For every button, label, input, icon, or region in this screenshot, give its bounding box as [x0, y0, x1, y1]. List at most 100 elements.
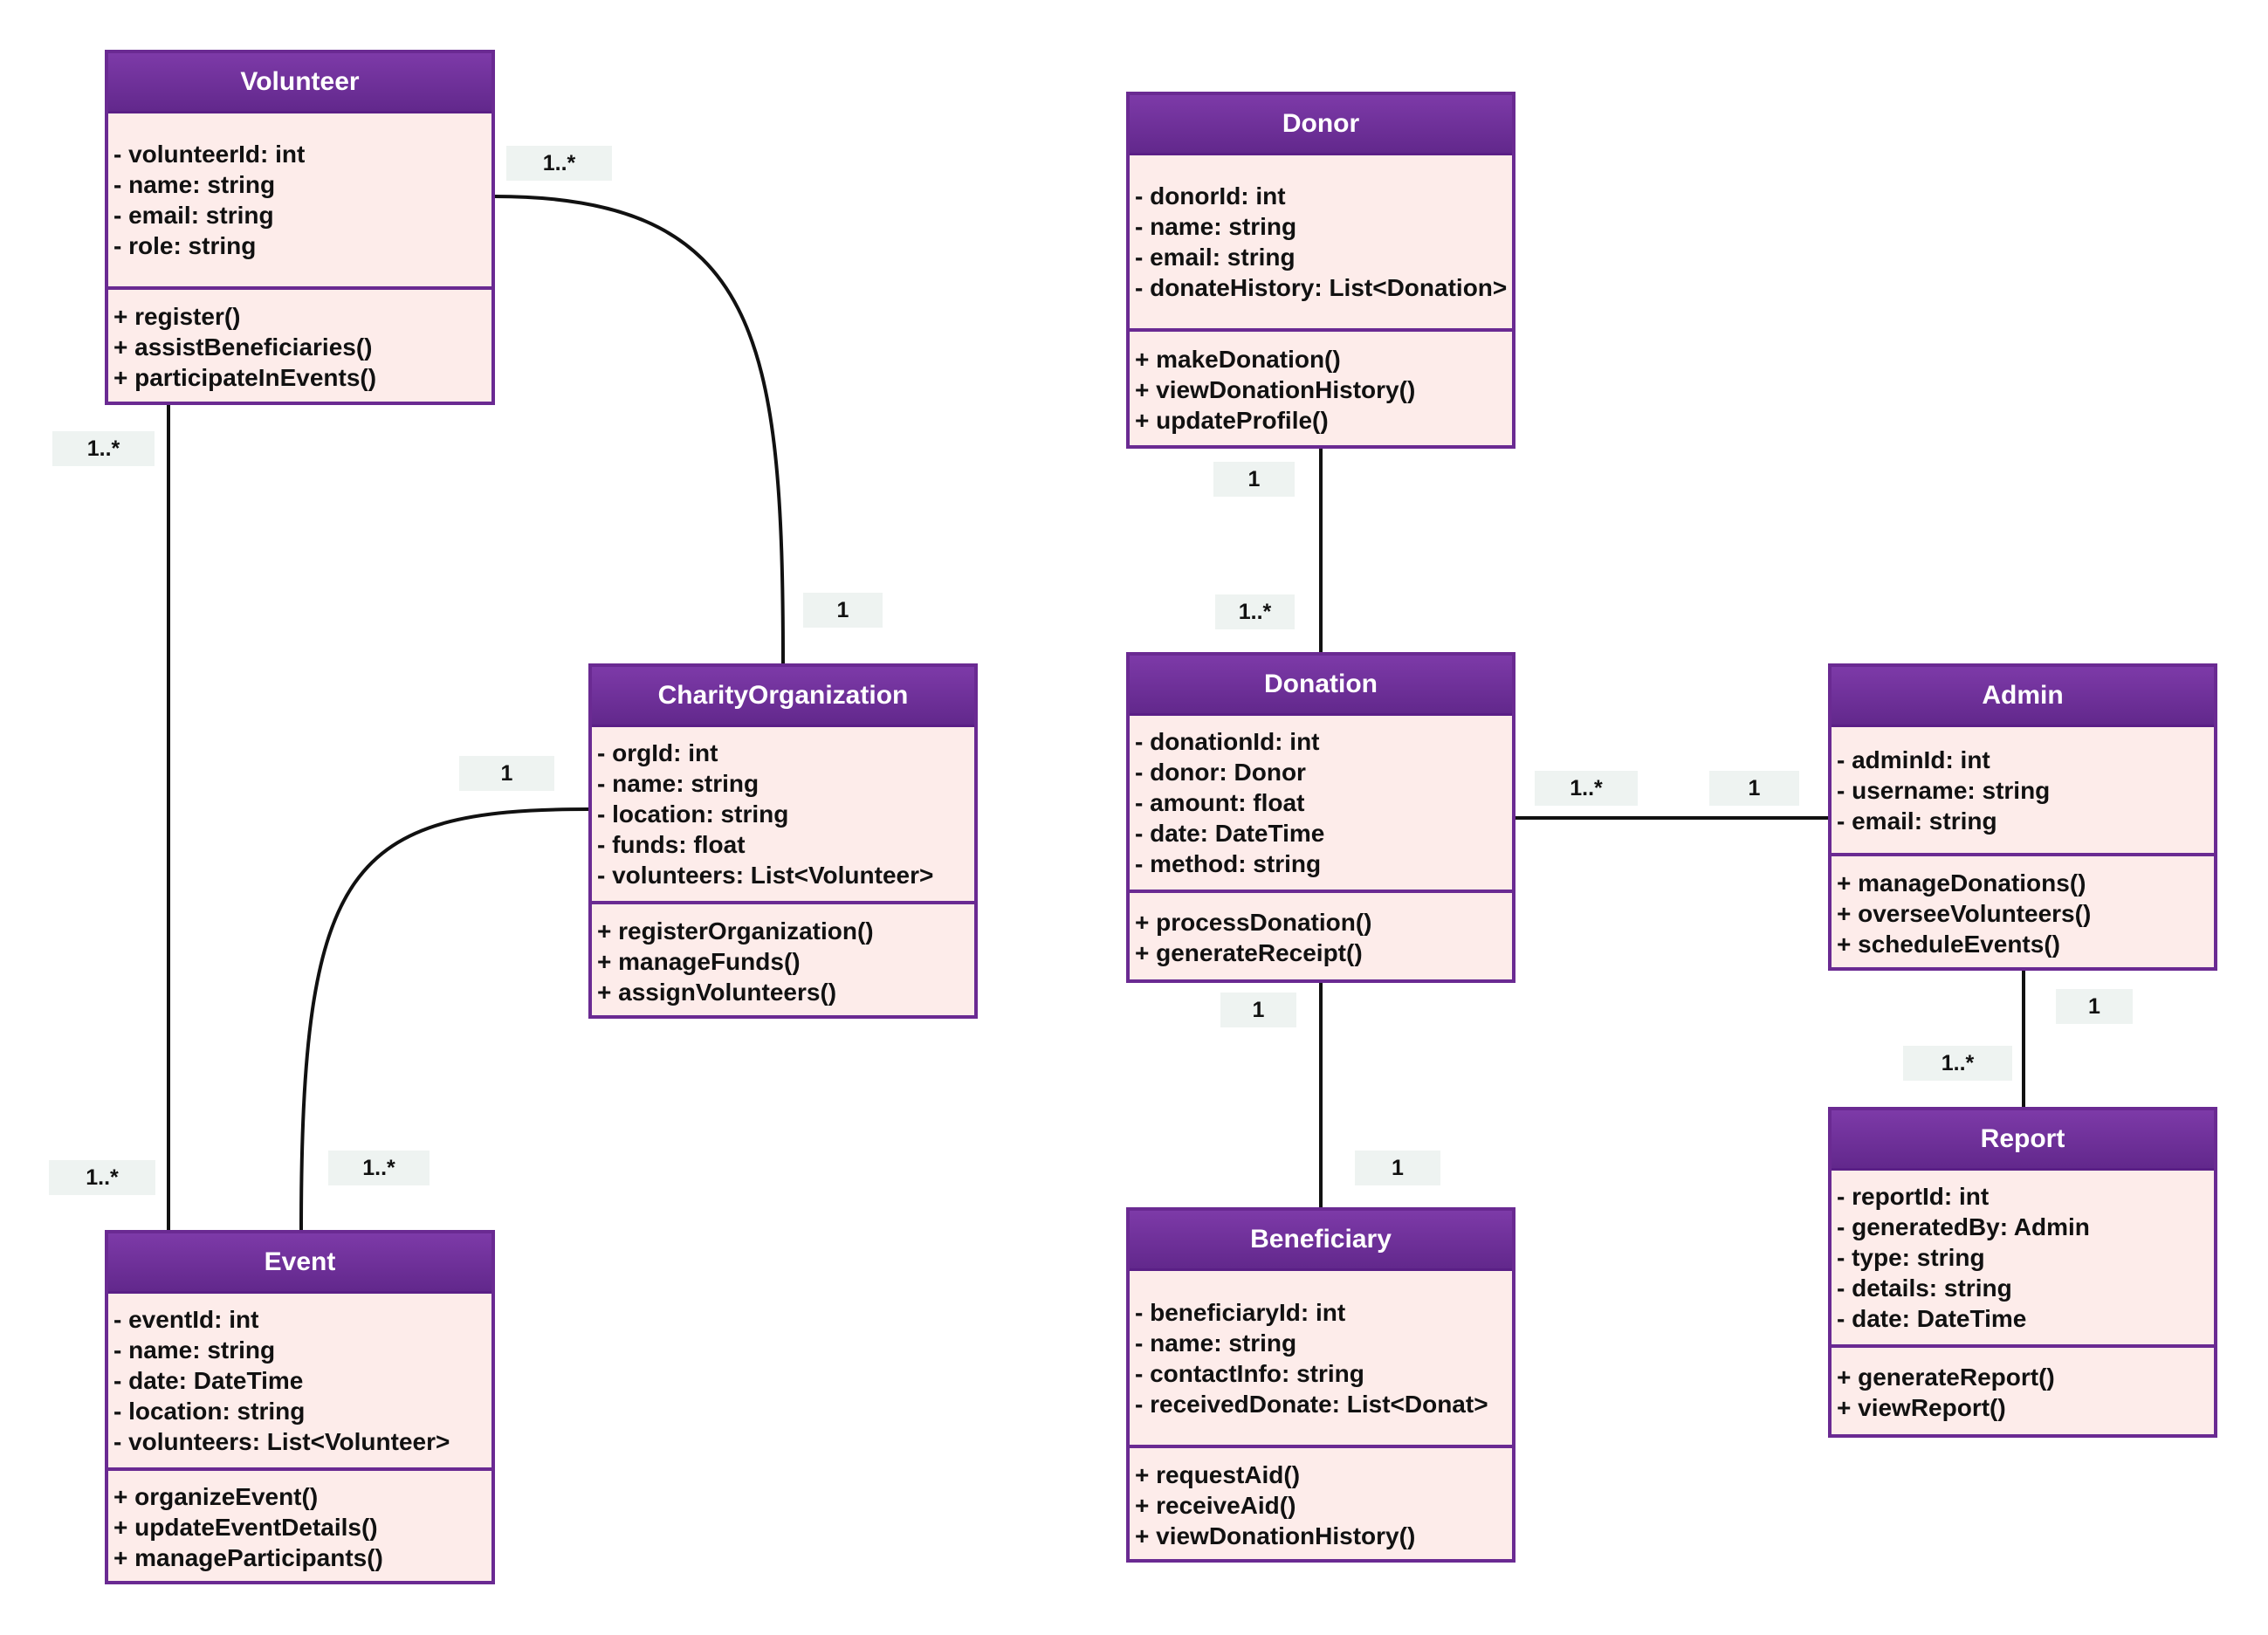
multiplicity-donation-admin-source: 1..*: [1535, 771, 1638, 806]
attribute-line: - beneficiaryId: int: [1135, 1298, 1346, 1326]
attributes-section: - donationId: int - donor: Donor - amoun…: [1130, 716, 1512, 893]
method-line: + viewDonationHistory(): [1135, 1522, 1416, 1549]
methods-section: + generateReport() + viewReport(): [1832, 1348, 2214, 1437]
attribute-line: - volunteers: List<Volunteer>: [597, 862, 934, 889]
attribute-line: - name: string: [1135, 213, 1297, 240]
method-line: + viewDonationHistory(): [1135, 376, 1416, 403]
attribute-line: - volunteerId: int: [113, 141, 306, 168]
attribute-line: - method: string: [1135, 850, 1322, 877]
method-line: + participateInEvents(): [113, 364, 377, 391]
multiplicity-admin-report-target: 1..*: [1903, 1046, 2012, 1081]
class-name: Donation: [1130, 656, 1512, 716]
attribute-line: - name: string: [113, 1336, 276, 1364]
charity-event-association: [299, 807, 589, 1231]
multiplicity-donation-beneficiary-source: 1: [1220, 993, 1296, 1027]
attribute-line: - eventId: int: [113, 1306, 259, 1333]
methods-section: + processDonation() + generateReceipt(): [1130, 893, 1512, 982]
methods-section: + registerOrganization() + manageFunds()…: [592, 904, 974, 1018]
class-name: Admin: [1832, 667, 2214, 727]
method-line: + makeDonation(): [1135, 346, 1341, 373]
multiplicity-volunteer-charity-target: 1: [803, 593, 883, 628]
methods-section: + makeDonation() + viewDonationHistory()…: [1130, 332, 1512, 448]
attributes-section: - adminId: int - username: string - emai…: [1832, 727, 2214, 856]
attribute-line: - reportId: int: [1837, 1183, 1990, 1210]
attribute-line: - receivedDonate: List<Donat>: [1135, 1390, 1488, 1418]
attribute-line: - adminId: int: [1837, 745, 1990, 773]
multiplicity-donor-donation-source: 1: [1213, 462, 1295, 497]
class-charity-organization[interactable]: CharityOrganization - orgId: int - name:…: [588, 663, 978, 1019]
method-line: + requestAid(): [1135, 1460, 1301, 1488]
methods-section: + register() + assistBeneficiaries() + p…: [108, 290, 491, 404]
class-name: Event: [108, 1233, 491, 1294]
attributes-section: - eventId: int - name: string - date: Da…: [108, 1294, 491, 1471]
multiplicity-volunteer-event-source: 1..*: [52, 431, 155, 466]
method-line: + processDonation(): [1135, 909, 1372, 936]
method-line: + overseeVolunteers(): [1837, 899, 2092, 927]
class-donor[interactable]: Donor - donorId: int - name: string - em…: [1126, 92, 1515, 449]
attribute-line: - email: string: [113, 202, 274, 229]
method-line: + receiveAid(): [1135, 1491, 1296, 1519]
method-line: + updateProfile(): [1135, 407, 1329, 434]
attributes-section: - reportId: int - generatedBy: Admin - t…: [1832, 1171, 2214, 1348]
class-name: Donor: [1130, 95, 1512, 155]
attribute-line: - location: string: [113, 1398, 306, 1425]
class-volunteer[interactable]: Volunteer - volunteerId: int - name: str…: [105, 50, 495, 405]
class-event[interactable]: Event - eventId: int - name: string - da…: [105, 1230, 495, 1584]
attribute-line: - details: string: [1837, 1274, 2012, 1302]
attribute-line: - orgId: int: [597, 739, 718, 766]
multiplicity-donor-donation-target: 1..*: [1215, 594, 1295, 629]
methods-section: + organizeEvent() + updateEventDetails()…: [108, 1471, 491, 1583]
attribute-line: - role: string: [113, 232, 257, 259]
multiplicity-volunteer-charity-source: 1..*: [506, 146, 612, 181]
method-line: + viewReport(): [1837, 1394, 2006, 1421]
attribute-line: - date: DateTime: [1135, 820, 1325, 847]
multiplicity-volunteer-event-target: 1..*: [49, 1160, 155, 1195]
attribute-line: - donationId: int: [1135, 728, 1320, 755]
attribute-line: - generatedBy: Admin: [1837, 1213, 2090, 1240]
attribute-line: - contactInfo: string: [1135, 1359, 1364, 1387]
attribute-line: - name: string: [113, 171, 276, 198]
class-name: CharityOrganization: [592, 667, 974, 727]
method-line: + assistBeneficiaries(): [113, 333, 373, 361]
class-name: Volunteer: [108, 53, 491, 113]
method-line: + generateReceipt(): [1135, 939, 1363, 966]
method-line: + organizeEvent(): [113, 1483, 319, 1510]
methods-section: + manageDonations() + overseeVolunteers(…: [1832, 856, 2214, 970]
method-line: + generateReport(): [1837, 1364, 2055, 1391]
multiplicity-charity-event-source: 1: [459, 756, 554, 791]
multiplicity-charity-event-target: 1..*: [328, 1151, 430, 1185]
volunteer-charity-association: [494, 195, 785, 664]
method-line: + manageDonations(): [1837, 869, 2086, 897]
attribute-line: - username: string: [1837, 776, 2051, 804]
class-report[interactable]: Report - reportId: int - generatedBy: Ad…: [1828, 1107, 2217, 1438]
attribute-line: - donateHistory: List<Donation>: [1135, 274, 1508, 301]
method-line: + registerOrganization(): [597, 917, 874, 945]
attribute-line: - name: string: [1135, 1329, 1297, 1357]
attributes-section: - volunteerId: int - name: string - emai…: [108, 113, 491, 290]
method-line: + manageParticipants(): [113, 1544, 383, 1571]
attributes-section: - beneficiaryId: int - name: string - co…: [1130, 1271, 1512, 1448]
attribute-line: - name: string: [597, 770, 759, 797]
attribute-line: - donor: Donor: [1135, 759, 1306, 786]
class-beneficiary[interactable]: Beneficiary - beneficiaryId: int - name:…: [1126, 1207, 1515, 1563]
class-admin[interactable]: Admin - adminId: int - username: string …: [1828, 663, 2217, 971]
class-name: Report: [1832, 1110, 2214, 1171]
multiplicity-admin-report-source: 1: [2056, 989, 2133, 1024]
attribute-line: - funds: float: [597, 831, 746, 858]
attribute-line: - location: string: [597, 800, 789, 828]
method-line: + scheduleEvents(): [1837, 930, 2060, 958]
method-line: + updateEventDetails(): [113, 1514, 378, 1541]
class-donation[interactable]: Donation - donationId: int - donor: Dono…: [1126, 652, 1515, 983]
method-line: + manageFunds(): [597, 947, 801, 975]
attribute-line: - type: string: [1837, 1244, 1985, 1271]
attribute-line: - email: string: [1837, 807, 1997, 835]
attribute-line: - date: DateTime: [113, 1367, 304, 1394]
attributes-section: - donorId: int - name: string - email: s…: [1130, 155, 1512, 332]
attribute-line: - volunteers: List<Volunteer>: [113, 1428, 450, 1455]
attribute-line: - donorId: int: [1135, 182, 1286, 210]
method-line: + assignVolunteers(): [597, 978, 837, 1006]
attributes-section: - orgId: int - name: string - location: …: [592, 727, 974, 904]
attribute-line: - email: string: [1135, 244, 1296, 271]
methods-section: + requestAid() + receiveAid() + viewDona…: [1130, 1448, 1512, 1562]
